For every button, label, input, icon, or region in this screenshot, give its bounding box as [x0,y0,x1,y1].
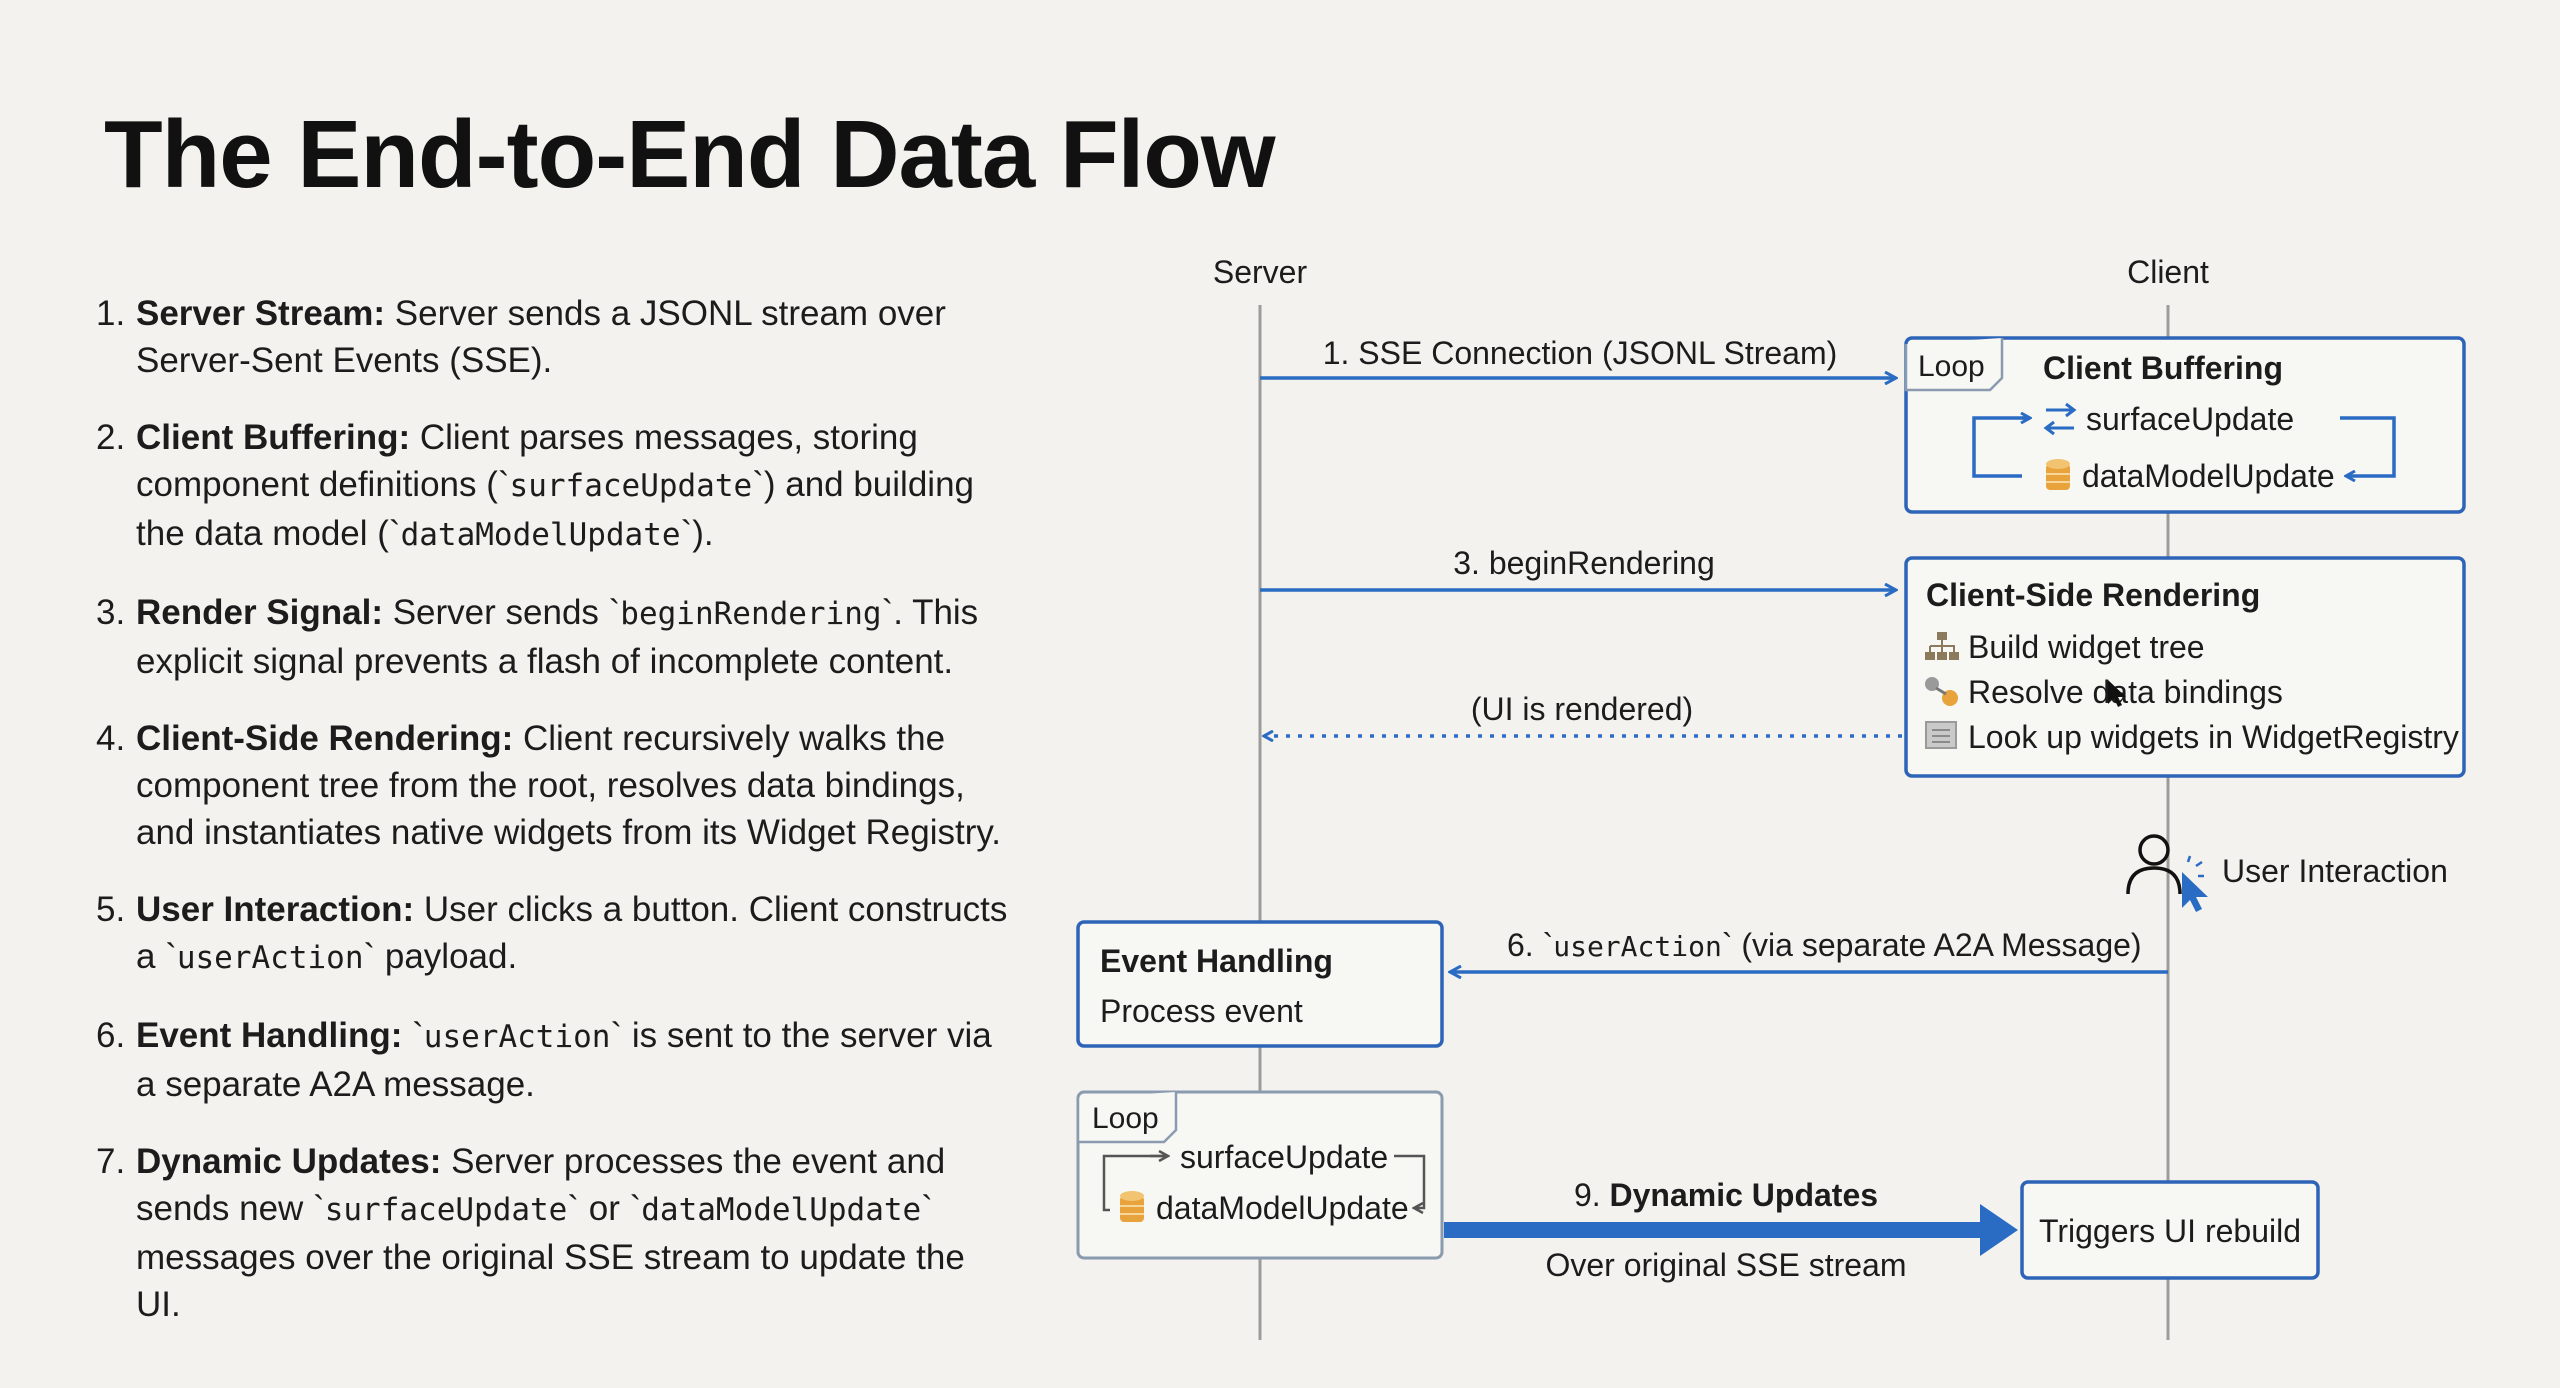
hierarchy-icon [1925,632,1959,660]
loop-tag: Loop [1918,350,1985,383]
client-rendering-title: Client-Side Rendering [1926,577,2260,613]
msg-dynamic-updates-num: 9. [1574,1177,1601,1213]
step-4: 4. Client-Side Rendering: Client recursiv… [96,715,1016,856]
step-code: surfaceUpdate [509,468,753,504]
step-2: 2. Client Buffering: Client parses messag… [96,414,1016,559]
server-surface-update: surfaceUpdate [1180,1139,1388,1175]
ui-rebuild-box: Triggers UI rebuild [2020,1180,2320,1280]
step-heading: Client Buffering: [136,418,411,457]
step-text: ` or ` [567,1189,642,1228]
step-text: Server sends a JSONL stream over Server-… [136,294,946,380]
step-3: 3. Render Signal: Server sends `beginRend… [96,589,1016,685]
database-icon [2046,459,2070,490]
step-text: ` is sent to the server via a separate A… [136,1016,992,1104]
step-heading: Render Signal: [136,593,383,632]
step-number: 4. [96,719,126,758]
step-heading: Server Stream: [136,294,386,333]
user-interaction-label: User Interaction [2222,853,2448,889]
event-handling-title: Event Handling [1100,943,1333,979]
step-code: userAction [423,1019,611,1055]
step-text: Client parses messages, storing componen… [136,418,918,504]
step-code: dataModelUpdate [641,1192,922,1228]
step-code: beginRendering [620,596,882,632]
msg-user-action-code: userAction [1553,930,1722,963]
msg-dynamic-updates: 9. Dynamic Updates [1574,1177,1878,1213]
client-buffering-title: Client Buffering [2043,350,2283,386]
loop-tag: Loop [1092,1102,1159,1135]
msg-sse-connection: 1. SSE Connection (JSONL Stream) [1323,335,1838,371]
msg-user-action: 6. `userAction` (via separate A2A Messag… [1507,927,2142,963]
registry-icon [1925,721,1957,749]
database-icon [1120,1191,1144,1222]
step-code: dataModelUpdate [400,517,681,553]
step-number: 3. [96,593,126,632]
step-text: Client recursively walks the component t… [136,719,1002,852]
ui-rebuild-label: Triggers UI rebuild [2039,1213,2301,1249]
step-number: 6. [96,1016,126,1055]
client-rendering-box: Client-Side Rendering Build widget tree … [1904,556,2466,778]
step-text: ` messages over the original SSE stream … [136,1189,965,1324]
link-icon [1925,677,1958,706]
step-code: userAction [176,940,364,976]
step-1: 1. Server Stream: Server sends a JSONL st… [96,290,1016,384]
step-number: 1. [96,294,126,333]
step-text: User clicks a button. Client constructs … [136,890,1008,976]
step-6: 6. Event Handling: `userAction` is sent t… [96,1012,1016,1108]
server-label: Server [1213,254,1308,290]
event-handling-sub: Process event [1100,993,1303,1029]
step-7: 7. Dynamic Updates: Server processes the … [96,1138,1016,1328]
thick-arrow-shaft [1444,1222,1988,1238]
msg-dynamic-updates-space [1601,1177,1610,1213]
loop-arrows-icon [2043,402,2077,436]
step-text: `. This explicit signal prevents a flash… [136,593,979,681]
step-number: 2. [96,418,126,457]
server-loop-box: Loop surfaceUpdate dataModelUpdate [1076,1090,1444,1260]
step-heading: Dynamic Updates: [136,1142,442,1181]
step-code: surfaceUpdate [324,1192,568,1228]
user-icon [2126,834,2208,912]
event-handling-box: Event Handling Process event [1076,920,1444,1048]
step-heading: Client-Side Rendering: [136,719,514,758]
step-text: Server sends ` [382,593,621,632]
step-text: ` payload. [363,937,518,976]
render-resolve-bindings: Resolve data bindings [1968,674,2283,710]
step-number: 7. [96,1142,126,1181]
client-label: Client [2127,254,2209,290]
step-text: `) and building the data model (` [136,465,974,553]
render-build-tree: Build widget tree [1968,629,2205,665]
server-datamodel-update: dataModelUpdate [1156,1190,1409,1226]
msg-user-action-post: ` (via separate A2A Message) [1722,927,2142,963]
client-buffering-box: Loop Client Buffering surfaceUpdate data… [1904,336,2466,514]
step-text: Server processes the event and sends new… [136,1142,946,1228]
step-number: 5. [96,890,126,929]
page-title: The End-to-End Data Flow [104,101,1276,208]
buffer-surface-update: surfaceUpdate [2086,401,2294,437]
buffer-datamodel-update: dataModelUpdate [2082,458,2335,494]
msg-dynamic-updates-title: Dynamic Updates [1610,1177,1879,1213]
msg-begin-rendering: 3. beginRendering [1453,545,1715,581]
thick-arrow-head [1980,1204,2018,1256]
step-text: ` [402,1016,424,1055]
render-lookup-widgets: Look up widgets in WidgetRegistry [1968,719,2459,755]
msg-user-action-pre: 6. ` [1507,927,1553,963]
step-text: `). [680,514,714,553]
step-heading: Event Handling: [136,1016,403,1055]
msg-ui-rendered: (UI is rendered) [1471,691,1693,727]
step-heading: User Interaction: [136,890,415,929]
msg-dynamic-updates-sub: Over original SSE stream [1545,1247,1906,1283]
cursor-icon [2108,680,2126,707]
steps-list: 1. Server Stream: Server sends a JSONL st… [96,290,1016,1358]
step-5: 5. User Interaction: User clicks a button… [96,886,1016,982]
